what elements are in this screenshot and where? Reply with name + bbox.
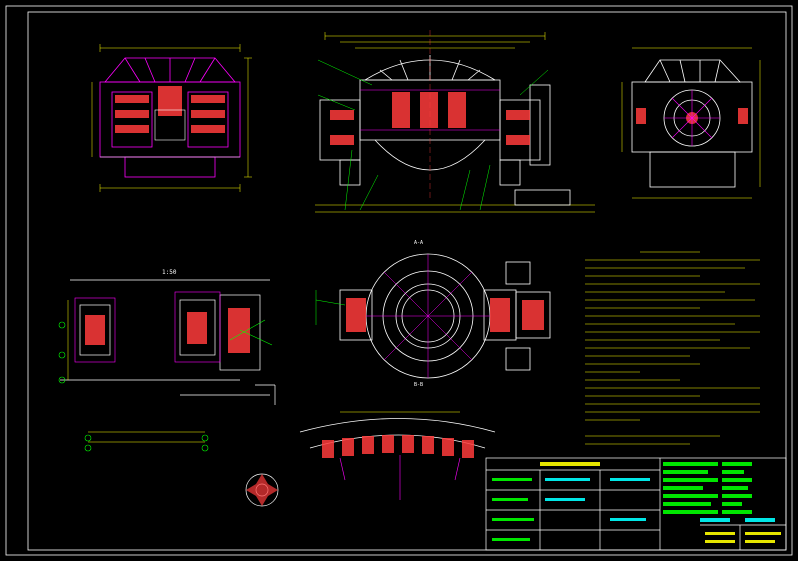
main-elevation-view xyxy=(315,30,595,213)
technical-notes-block xyxy=(585,251,760,445)
bolt-detail-circle xyxy=(245,473,279,507)
section-label-top: A-A xyxy=(414,240,423,246)
title-block xyxy=(485,457,787,551)
front-view-left xyxy=(91,44,252,192)
scale-label: 1:50 xyxy=(162,269,177,276)
ring-section-view: A-A B-B xyxy=(315,240,551,388)
side-view-right xyxy=(621,47,761,199)
detail-section-left: 1:50 xyxy=(58,269,279,507)
section-label-bottom: B-B xyxy=(414,382,423,388)
sheet-frame xyxy=(5,5,793,556)
arc-sector-detail xyxy=(299,411,496,500)
